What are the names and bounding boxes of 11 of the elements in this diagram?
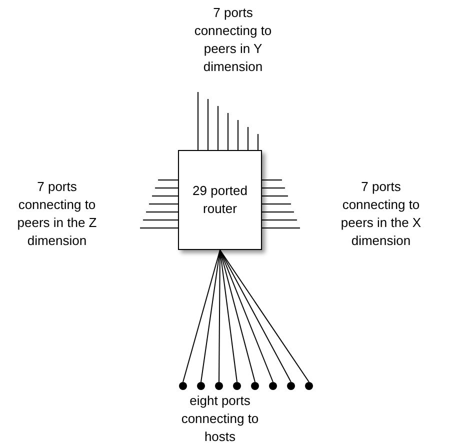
port-group-label: 7 ports connecting to peers in the Z dimension <box>16 178 98 250</box>
router-label: 29 ported router <box>192 182 248 218</box>
connector-line <box>220 250 310 382</box>
port-group-label: 7 ports connecting to peers in Y dimension <box>193 4 273 76</box>
connector-line <box>220 250 292 382</box>
router-box <box>178 150 262 250</box>
port-group-label: 7 ports connecting to peers in the X dimension <box>340 178 422 250</box>
connector-line <box>182 250 220 382</box>
connector-line <box>200 250 220 382</box>
port-group-label: eight ports connecting to hosts <box>180 392 260 443</box>
connector-line <box>220 250 256 382</box>
